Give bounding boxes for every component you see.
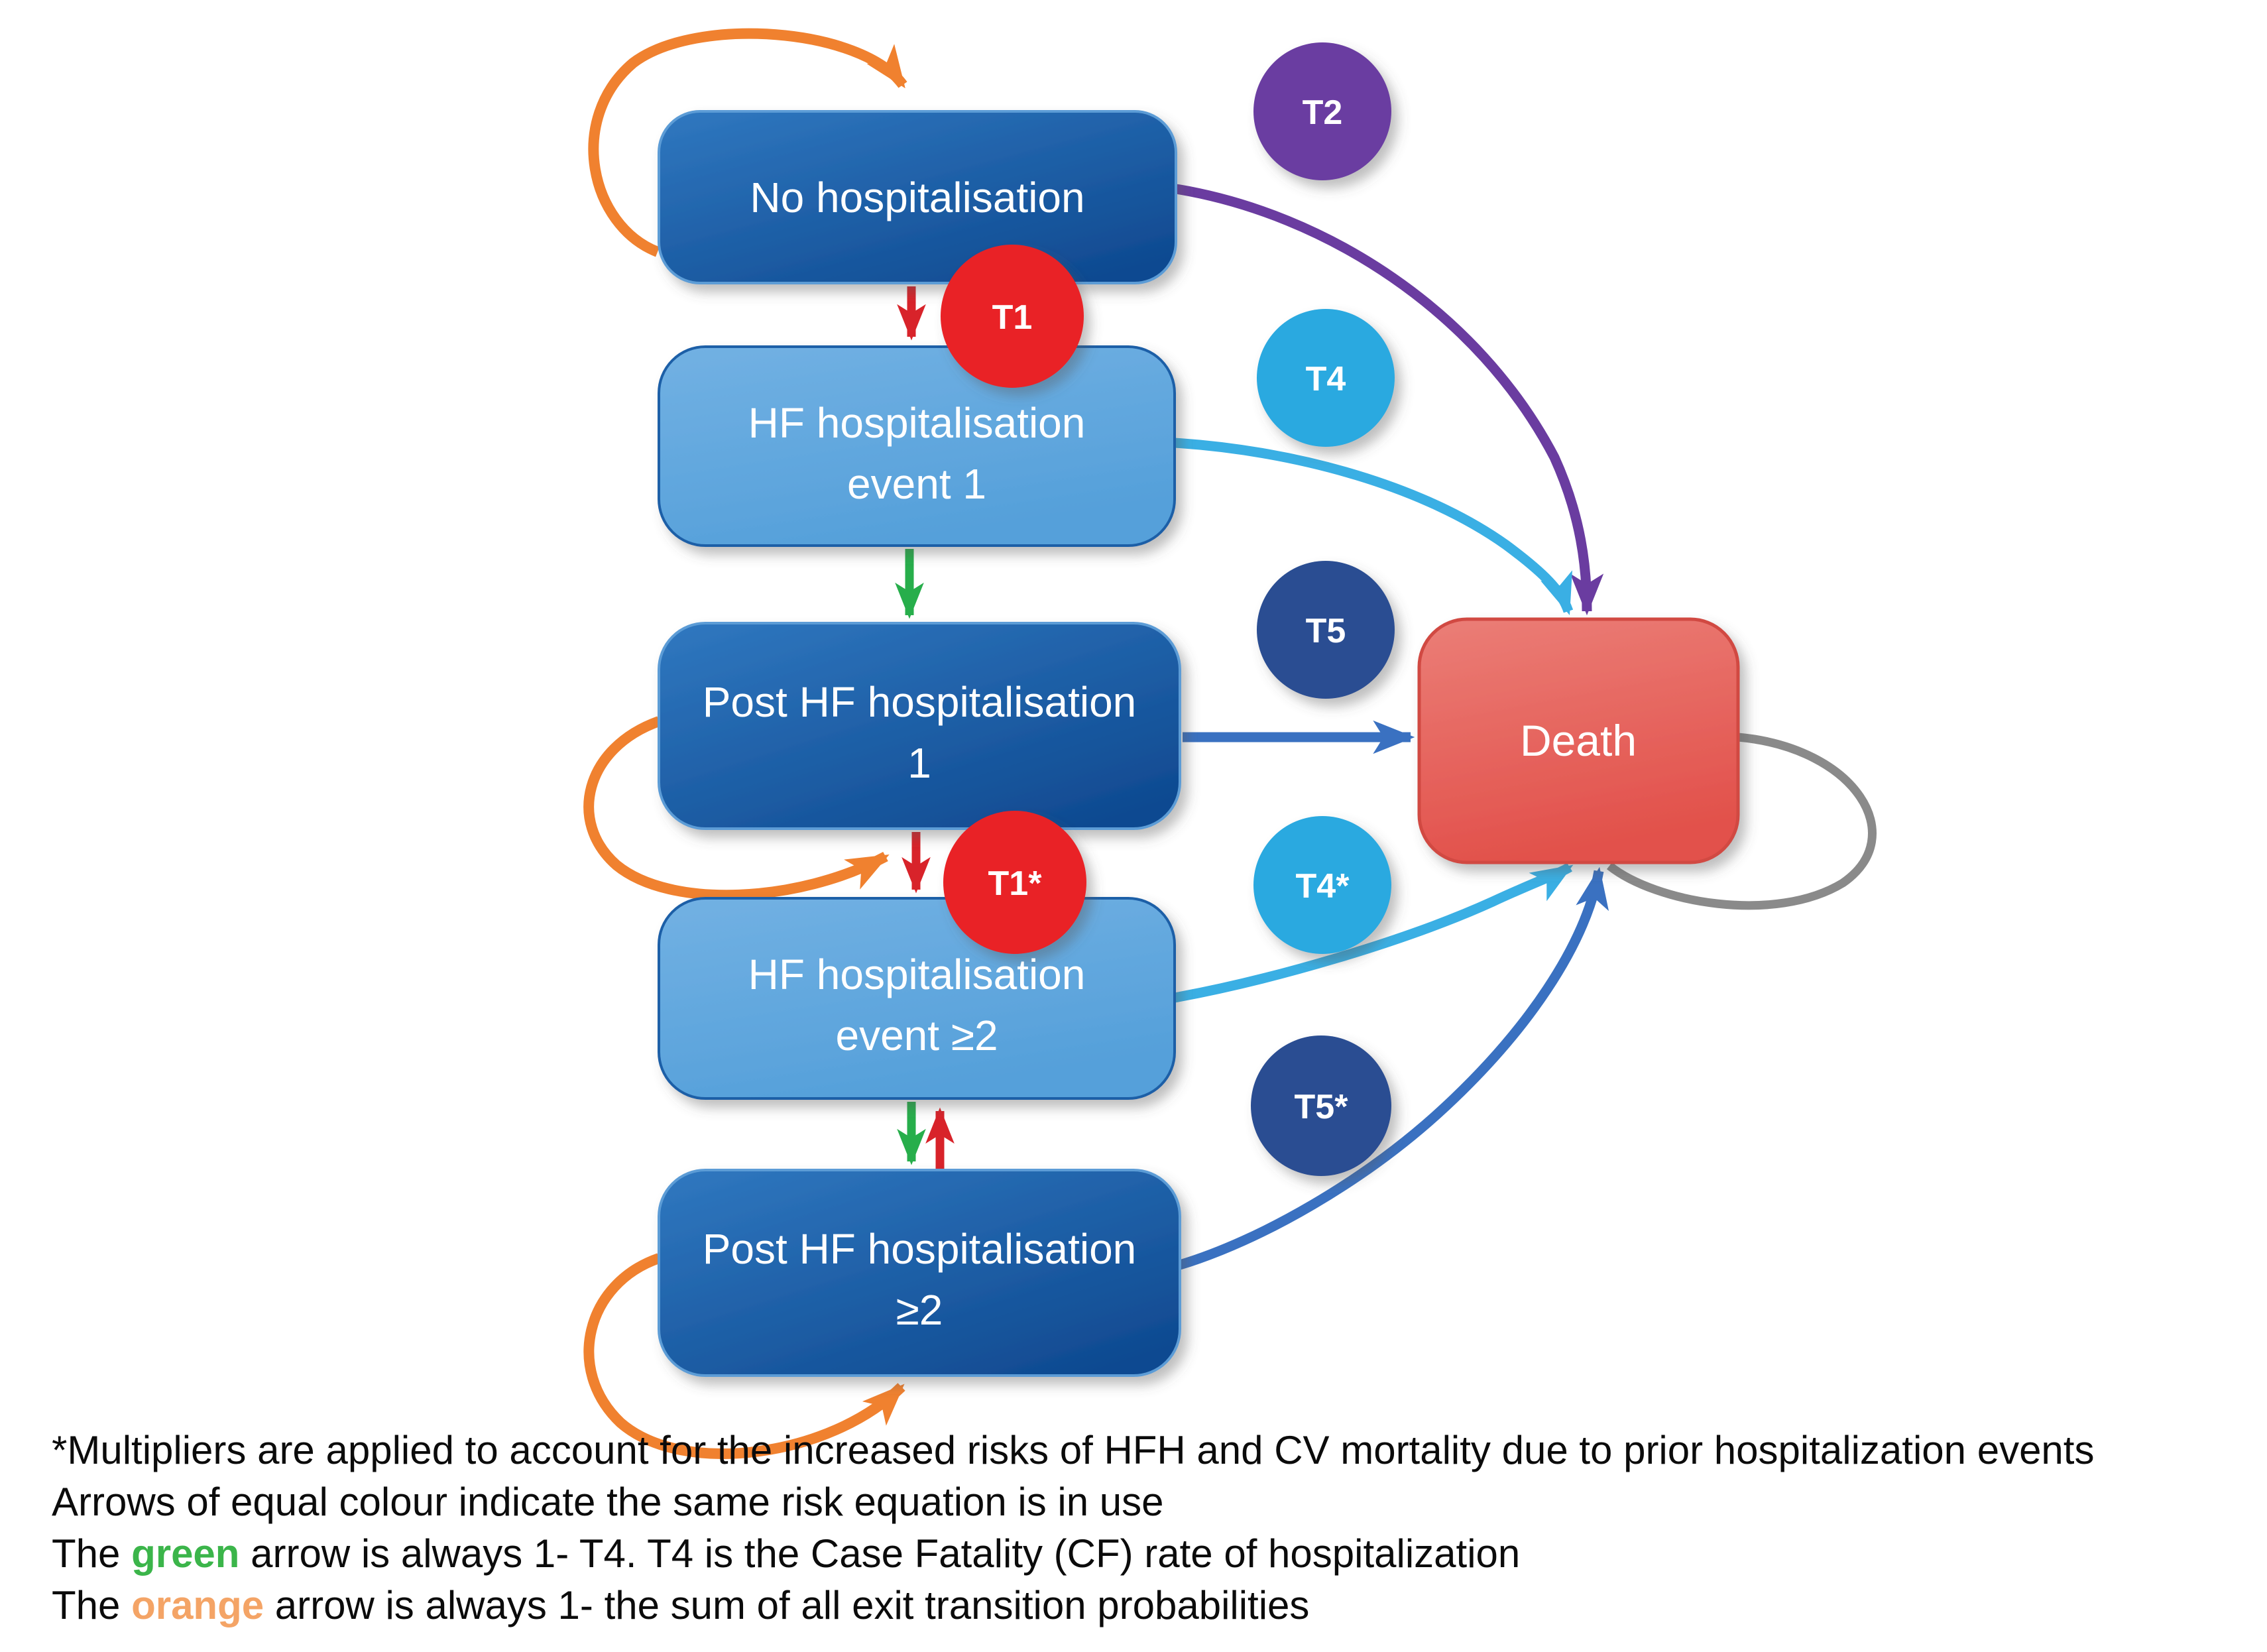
- arrow-t2-no-hosp-to-death: [1175, 184, 1604, 616]
- label-badge-t4: T4: [1306, 360, 1346, 398]
- state-box-post-hf-2: [658, 1169, 1181, 1377]
- self-loop-post-hf-1-arrow: [583, 716, 890, 901]
- footnote-line-3-prefix: The: [52, 1531, 131, 1576]
- transition-badges: [941, 42, 1395, 1176]
- label-badge-t1s: T1*: [988, 864, 1043, 903]
- label-post2-line1: Post HF hospitalisation: [703, 1225, 1137, 1273]
- badge-t5s-circle: [1251, 1035, 1391, 1176]
- badge-t4-circle: [1257, 309, 1395, 447]
- label-badge-t4s: T4*: [1296, 867, 1350, 906]
- label-post1-line1: Post HF hospitalisation: [703, 678, 1137, 726]
- label-no-hospitalisation: No hospitalisation: [750, 174, 1084, 221]
- state-box-hf-hospitalisation-1: [658, 345, 1176, 547]
- state-box-no-hospitalisation: [658, 110, 1177, 284]
- footnote-orange-word: orange: [131, 1583, 264, 1627]
- label-hf1-line2: event 1: [847, 460, 986, 508]
- badge-t1s-circle: [943, 811, 1086, 954]
- self-loop-death-arrow: [1606, 733, 1877, 910]
- state-labels: No hospitalisation HF hospitalisation ev…: [703, 174, 1637, 1334]
- arrow-t4-hf1-to-death: [1174, 438, 1574, 615]
- state-box-post-hf-1: [658, 622, 1181, 830]
- state-box-hf-hospitalisation-2: [658, 897, 1176, 1100]
- arrow-t5s-post2-to-death: [1178, 866, 1609, 1270]
- footnote-line-2: Arrows of equal colour indicate the same…: [52, 1480, 1164, 1524]
- footnote-line-4-suffix: arrow is always 1- the sum of all exit t…: [264, 1583, 1309, 1627]
- badge-labels: T2 T1 T4 T5 T1* T4* T5*: [988, 93, 1350, 1126]
- footnote-line-4-prefix: The: [52, 1583, 131, 1627]
- badge-t4s-circle: [1253, 816, 1391, 954]
- badge-t2-circle: [1253, 42, 1391, 180]
- label-badge-t2: T2: [1303, 93, 1343, 132]
- label-death: Death: [1520, 716, 1637, 765]
- state-boxes: [658, 110, 1740, 1377]
- footnote-line-1: *Multipliers are applied to account for …: [52, 1428, 2094, 1472]
- badge-t1-circle: [941, 245, 1084, 388]
- footnotes: *Multipliers are applied to account for …: [52, 1428, 2094, 1627]
- transition-arrows: [583, 28, 1877, 1459]
- badge-t5-circle: [1257, 561, 1395, 699]
- label-post1-line2: 1: [907, 739, 931, 787]
- footnote-line-4: The orange arrow is always 1- the sum of…: [52, 1583, 1309, 1627]
- label-hf2-line2: event ≥2: [835, 1012, 998, 1059]
- self-loop-no-hospitalisation-arrow: [588, 28, 907, 257]
- footnote-line-3-suffix: arrow is always 1- T4. T4 is the Case Fa…: [239, 1531, 1520, 1576]
- footnote-line-3: The green arrow is always 1- T4. T4 is t…: [52, 1531, 1520, 1576]
- label-badge-t5: T5: [1306, 612, 1346, 650]
- arrow-t4s-hf2-to-death: [1173, 862, 1574, 1003]
- label-badge-t5s: T5*: [1295, 1088, 1349, 1126]
- footnote-green-word: green: [131, 1531, 239, 1576]
- label-post2-line2: ≥2: [896, 1286, 943, 1334]
- label-hf2-line1: HF hospitalisation: [748, 951, 1086, 998]
- label-hf1-line1: HF hospitalisation: [748, 399, 1086, 447]
- state-box-death: [1417, 617, 1740, 864]
- self-loop-post-hf-2-arrow: [583, 1253, 905, 1459]
- label-badge-t1: T1: [992, 298, 1033, 337]
